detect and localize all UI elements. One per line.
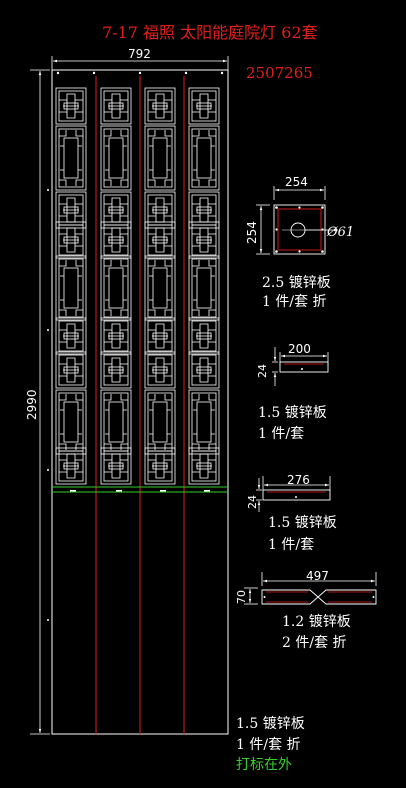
strip-b-material: 1.5 镀锌板	[268, 514, 337, 531]
base-plate-count: 1 件/套 折	[262, 294, 327, 310]
width-dim-label: 792	[128, 47, 151, 61]
strip-a-width-label: 200	[288, 342, 311, 356]
part-base-plate: 254 254 Ø61 2.5 镀锌板 1 件/套 折	[245, 175, 354, 310]
main-panel: 792 2990	[25, 47, 229, 735]
bent-strip-count: 2 件/套 折	[282, 635, 347, 651]
strip-a-material: 1.5 镀锌板	[258, 404, 327, 421]
hole-diameter-label: Ø61	[326, 225, 354, 240]
height-dimension: 2990	[25, 69, 50, 735]
bent-strip-height-label: 70	[235, 590, 248, 604]
strip-a-height-label: 24	[256, 364, 269, 378]
bent-strip-width-label: 497	[306, 569, 329, 583]
main-panel-notes: 1.5 镀锌板 1 件/套 折 打标在外	[236, 715, 305, 773]
strip-a-count: 1 件/套	[258, 426, 304, 442]
width-dimension: 792	[51, 47, 229, 70]
drawing-title: 7-17 福照 太阳能庭院灯 62套	[102, 23, 318, 42]
strip-b-count: 1 件/套	[268, 537, 314, 553]
mark-outside-note: 打标在外	[236, 756, 292, 773]
base-plate-material: 2.5 镀锌板	[262, 274, 331, 291]
part-strip-b: 276 24 1.5 镀锌板 1 件/套	[246, 473, 337, 553]
lattice-pattern	[55, 87, 220, 485]
order-number: 2507265	[246, 64, 313, 82]
base-plate-width-label: 254	[285, 175, 308, 189]
main-panel-material: 1.5 镀锌板	[236, 715, 305, 732]
strip-b-height-label: 24	[246, 495, 259, 509]
height-dim-label: 2990	[25, 389, 39, 420]
base-plate-height-label: 254	[245, 221, 259, 244]
strip-b-width-label: 276	[287, 473, 310, 487]
part-strip-a: 200 24 1.5 镀锌板 1 件/套	[256, 342, 329, 442]
main-panel-count: 1 件/套 折	[236, 737, 301, 753]
bent-strip-material: 1.2 镀锌板	[282, 613, 351, 630]
part-bent-strip: 497 70 1.2 镀锌板 2 件/套 折	[235, 569, 377, 651]
